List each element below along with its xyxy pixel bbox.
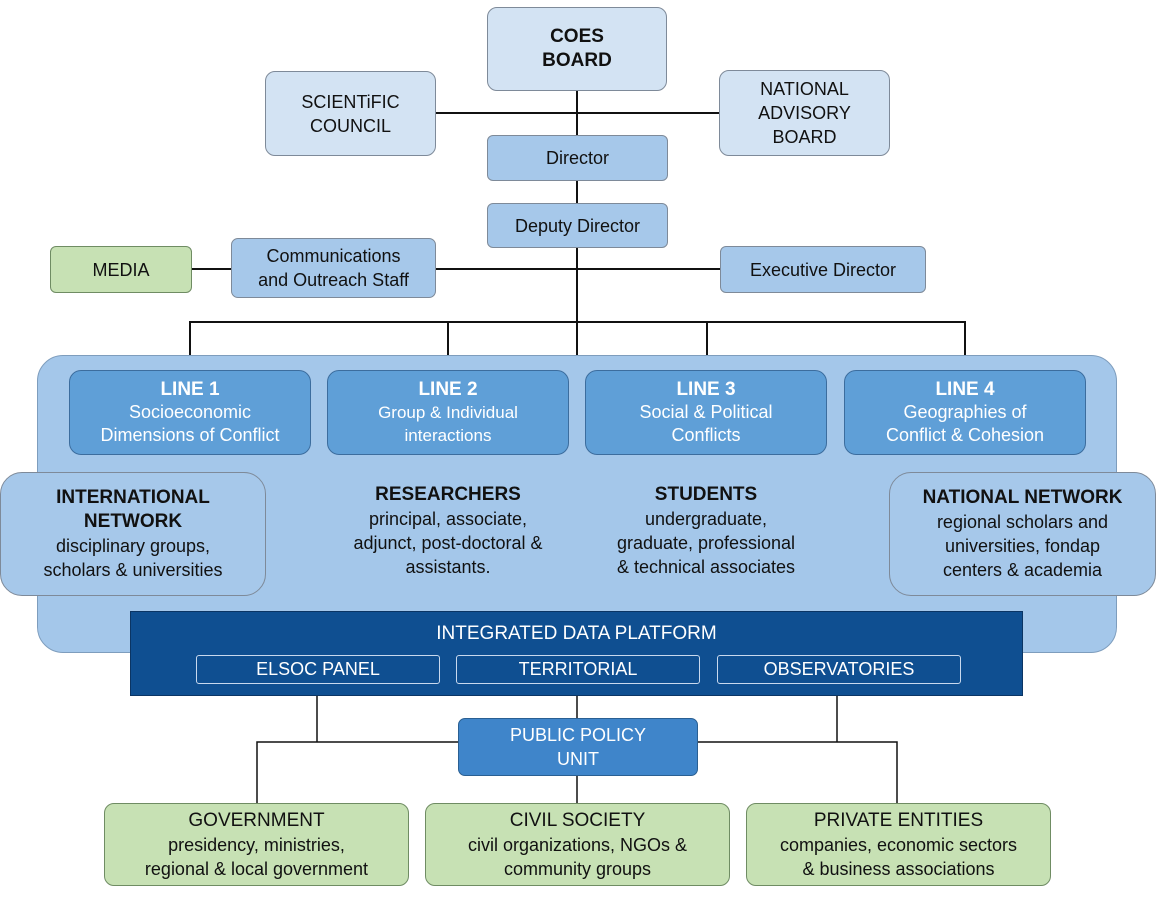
line-4-desc-1: Geographies of bbox=[903, 402, 1027, 422]
national-network-desc-2: universities, fondap bbox=[944, 536, 1101, 556]
national-network-desc-1: regional scholars and bbox=[936, 512, 1109, 532]
international-network-box: INTERNATIONAL NETWORK disciplinary group… bbox=[0, 472, 266, 596]
coes-board-label-2: BOARD bbox=[542, 50, 612, 71]
international-network-desc-1: disciplinary groups, bbox=[55, 536, 211, 556]
line-4-desc-2: Conflict & Cohesion bbox=[885, 425, 1045, 445]
public-policy-label-1: PUBLIC POLICY bbox=[509, 725, 647, 745]
line-1-title: LINE 1 bbox=[160, 379, 220, 400]
national-advisory-board-label-3: BOARD bbox=[772, 127, 837, 147]
communications-label-2: and Outreach Staff bbox=[258, 270, 409, 290]
observatories-label: OBSERVATORIES bbox=[763, 659, 915, 679]
researchers-block: RESEARCHERS principal, associate, adjunc… bbox=[328, 483, 568, 579]
line-2-desc-1: Group & Individual bbox=[378, 403, 518, 422]
private-entities-desc-2: & business associations bbox=[802, 858, 995, 879]
deputy-director-box: Deputy Director bbox=[487, 203, 668, 248]
private-entities-title: PRIVATE ENTITIES bbox=[813, 809, 984, 831]
private-entities-desc-1: companies, economic sectors bbox=[779, 834, 1018, 855]
students-title: STUDENTS bbox=[654, 484, 758, 505]
line-3-box: LINE 3 Social & Political Conflicts bbox=[585, 370, 827, 455]
researchers-desc-2: adjunct, post-doctoral & bbox=[353, 533, 543, 553]
students-desc-2: graduate, professional bbox=[616, 533, 796, 553]
line-3-desc-2: Conflicts bbox=[671, 425, 741, 445]
students-desc-1: undergraduate, bbox=[644, 509, 768, 529]
students-block: STUDENTS undergraduate, graduate, profes… bbox=[586, 483, 826, 579]
director-box: Director bbox=[487, 135, 668, 181]
national-network-title: NATIONAL NETWORK bbox=[922, 487, 1123, 508]
line-1-box: LINE 1 Socioeconomic Dimensions of Confl… bbox=[69, 370, 311, 455]
civil-society-title: CIVIL SOCIETY bbox=[509, 809, 646, 831]
international-network-title-1: INTERNATIONAL bbox=[56, 487, 210, 508]
civil-society-desc-1: civil organizations, NGOs & bbox=[467, 834, 688, 855]
communications-label-1: Communications bbox=[266, 246, 401, 266]
international-network-title-2: NETWORK bbox=[83, 511, 183, 532]
civil-society-box: CIVIL SOCIETY civil organizations, NGOs … bbox=[425, 803, 730, 886]
government-desc-1: presidency, ministries, bbox=[168, 834, 345, 855]
researchers-desc-1: principal, associate, bbox=[368, 509, 528, 529]
elsoc-panel-box: ELSOC PANEL bbox=[196, 655, 440, 684]
integrated-data-platform: INTEGRATED DATA PLATFORM ELSOC PANEL TER… bbox=[130, 611, 1023, 696]
line-3-desc-1: Social & Political bbox=[639, 402, 773, 422]
students-desc-3: & technical associates bbox=[616, 557, 796, 577]
elsoc-panel-label: ELSOC PANEL bbox=[256, 659, 380, 679]
territorial-box: TERRITORIAL bbox=[456, 655, 700, 684]
government-box: GOVERNMENT presidency, ministries, regio… bbox=[104, 803, 409, 886]
deputy-director-label: Deputy Director bbox=[514, 215, 641, 236]
scientific-council-box: SCIENTiFIC COUNCIL bbox=[265, 71, 436, 156]
national-advisory-board-box: NATIONAL ADVISORY BOARD bbox=[719, 70, 890, 156]
territorial-label: TERRITORIAL bbox=[518, 659, 638, 679]
media-label: MEDIA bbox=[92, 259, 150, 280]
line-2-desc-2: interactions bbox=[404, 426, 492, 445]
civil-society-desc-2: community groups bbox=[503, 858, 652, 879]
line-3-title: LINE 3 bbox=[676, 379, 736, 400]
scientific-council-label-2: COUNCIL bbox=[309, 115, 391, 136]
scientific-council-label-1: SCIENTiFIC bbox=[301, 91, 400, 112]
line-2-title: LINE 2 bbox=[418, 379, 478, 400]
researchers-title: RESEARCHERS bbox=[375, 484, 521, 505]
data-platform-title: INTEGRATED DATA PLATFORM bbox=[436, 623, 717, 644]
national-advisory-board-label-1: NATIONAL bbox=[760, 79, 849, 99]
coes-board-box: COES BOARD bbox=[487, 7, 667, 91]
public-policy-unit-box: PUBLIC POLICY UNIT bbox=[458, 718, 698, 776]
government-title: GOVERNMENT bbox=[188, 809, 325, 831]
researchers-desc-3: assistants. bbox=[405, 557, 491, 577]
communications-box: Communications and Outreach Staff bbox=[231, 238, 436, 298]
executive-director-label: Executive Director bbox=[749, 259, 897, 280]
private-entities-box: PRIVATE ENTITIES companies, economic sec… bbox=[746, 803, 1051, 886]
national-network-box: NATIONAL NETWORK regional scholars and u… bbox=[889, 472, 1156, 596]
line-2-box: LINE 2 Group & Individual interactions bbox=[327, 370, 569, 455]
national-network-desc-3: centers & academia bbox=[942, 560, 1103, 580]
national-advisory-board-label-2: ADVISORY bbox=[758, 103, 851, 123]
observatories-box: OBSERVATORIES bbox=[717, 655, 961, 684]
coes-board-label-1: COES bbox=[550, 26, 604, 47]
line-1-desc-1: Socioeconomic bbox=[128, 402, 252, 422]
executive-director-box: Executive Director bbox=[720, 246, 926, 293]
line-1-desc-2: Dimensions of Conflict bbox=[100, 425, 280, 445]
line-4-box: LINE 4 Geographies of Conflict & Cohesio… bbox=[844, 370, 1086, 455]
international-network-desc-2: scholars & universities bbox=[43, 560, 223, 580]
public-policy-label-2: UNIT bbox=[557, 749, 599, 769]
media-box: MEDIA bbox=[50, 246, 192, 293]
government-desc-2: regional & local government bbox=[144, 858, 369, 879]
line-4-title: LINE 4 bbox=[935, 379, 995, 400]
director-label: Director bbox=[545, 148, 609, 168]
